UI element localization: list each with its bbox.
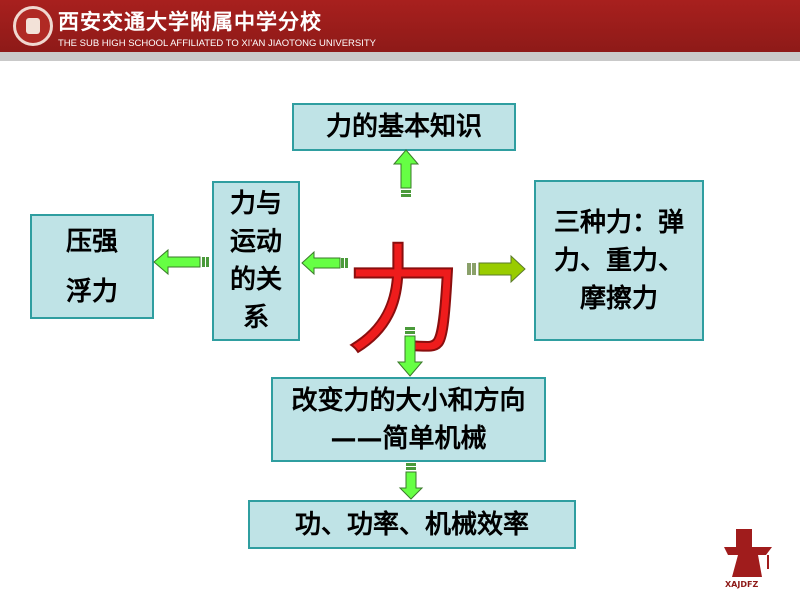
box-pressure-buoyancy: 压强 浮力 — [30, 214, 154, 319]
arrow-down-small-icon — [398, 463, 424, 500]
arrow-left-motion-icon — [301, 250, 348, 276]
school-name-english: THE SUB HIGH SCHOOL AFFILIATED TO XI'AN … — [58, 38, 377, 49]
buoyancy-label: 浮力 — [65, 276, 118, 307]
anvil-logo-icon — [724, 529, 772, 577]
box-three-forces: 三种力：弹力、重力、摩擦力 — [534, 180, 704, 341]
box-simple-machines: 改变力的大小和方向——简单机械 — [271, 377, 546, 462]
pressure-label: 压强 — [65, 226, 118, 257]
arrow-right-icon — [467, 254, 526, 284]
box-work-power: 功、功率、机械效率 — [248, 500, 576, 549]
box-basic-knowledge: 力的基本知识 — [292, 103, 516, 151]
footer-logo-text: XAJDFZ — [725, 580, 759, 589]
box-force-motion: 力与运动的关系 — [212, 181, 300, 341]
header-divider — [0, 52, 800, 61]
arrow-left-pressure-icon — [153, 248, 209, 276]
center-force-character: 力 — [344, 231, 464, 371]
arrow-down-icon — [396, 327, 424, 377]
school-emblem-icon — [13, 6, 53, 46]
header-banner: 西安交通大学附属中学分校 THE SUB HIGH SCHOOL AFFILIA… — [0, 0, 800, 52]
school-name: 西安交通大学附属中学分校 — [58, 10, 322, 34]
arrow-up-icon — [392, 149, 420, 197]
